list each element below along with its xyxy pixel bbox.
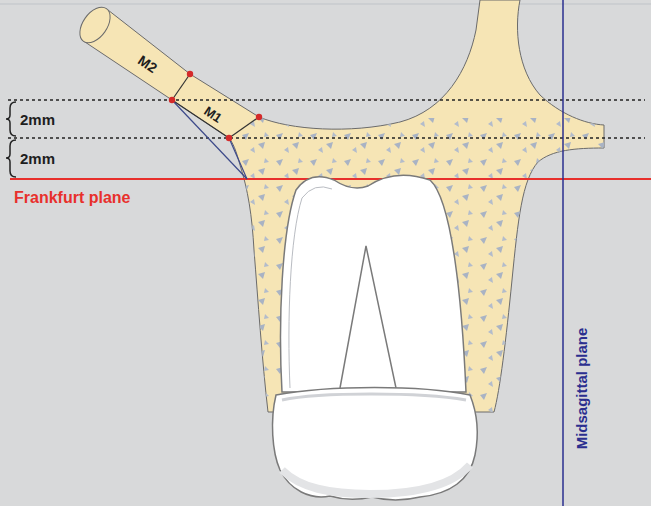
trabecular-bone [240, 118, 604, 412]
measure-line [229, 117, 259, 138]
reference-line [8, 99, 645, 100]
plane-label: Midsagittal plane [575, 327, 590, 449]
measure-point [256, 114, 262, 120]
arch-cut-end [74, 2, 117, 49]
bracket [6, 102, 16, 136]
midsagittal-line [562, 0, 564, 506]
root-outline [289, 187, 332, 388]
crown-shade [282, 394, 466, 400]
reference-line [8, 137, 645, 138]
crown-shade [282, 465, 470, 494]
projection-line [172, 100, 247, 179]
tooth-root [281, 175, 466, 392]
measure-point [226, 135, 232, 141]
bone-outline [82, 0, 604, 412]
bracket [6, 140, 16, 177]
measure-point [187, 71, 193, 77]
root-furcation [340, 246, 396, 388]
measure-line [172, 100, 229, 138]
frame-line [0, 4, 651, 5]
projection-line [229, 138, 247, 179]
tooth-crown [273, 388, 478, 501]
measure-point [169, 97, 175, 103]
plane-label: Frankfurt plane [14, 190, 130, 206]
measure-line [172, 74, 190, 100]
dimension: 2mm [20, 112, 55, 127]
dimension: 2mm [20, 151, 55, 166]
